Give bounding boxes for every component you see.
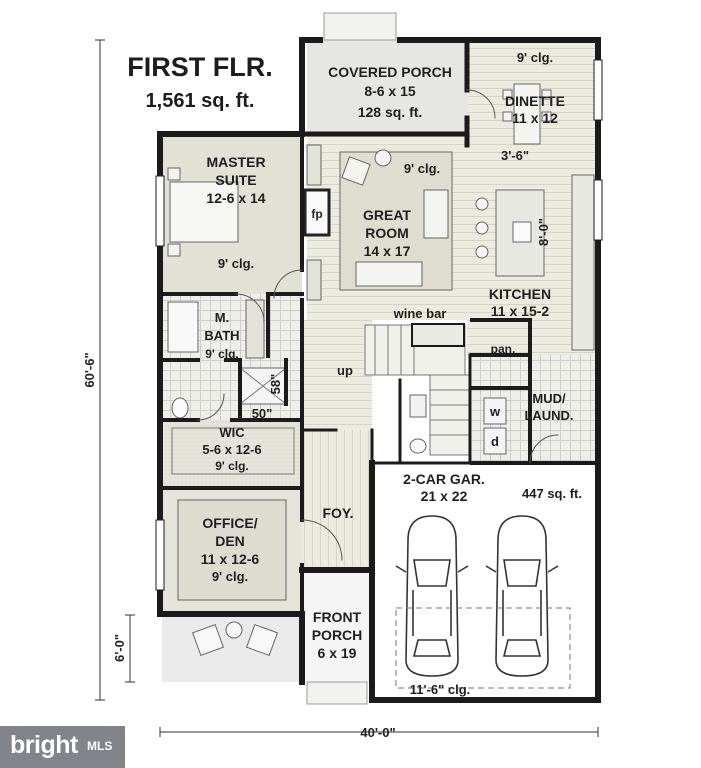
covered-porch-size: 8-6 x 15 — [364, 83, 416, 99]
wic-shelf — [171, 427, 295, 475]
wic-ceiling: 9' clg. — [215, 459, 249, 473]
watermark-brand: bright — [10, 731, 78, 759]
pantry-label: pan. — [491, 342, 516, 356]
master-bath-ceiling: 9' clg. — [205, 347, 239, 361]
car-right — [485, 515, 559, 677]
foyer-floor — [302, 430, 372, 570]
master-suite-name-line1: MASTER — [206, 154, 265, 170]
fixtures — [167, 83, 595, 657]
kitchen-depth-dimension: 8'-0" — [536, 218, 551, 246]
wic-name: WIC — [219, 425, 245, 440]
wic-floor — [162, 420, 302, 488]
bathtub — [167, 301, 199, 353]
master-suite-size: 12-6 x 14 — [206, 190, 265, 206]
plan-total-area: 1,561 sq. ft. — [145, 90, 255, 112]
room-labels: COVERED PORCH 8-6 x 15 128 sq. ft. 9' cl… — [201, 50, 582, 697]
covered-porch-steps — [323, 12, 397, 41]
great-room-name-line2: ROOM — [365, 225, 409, 241]
mud-laundry-name-line1: MUD/ — [532, 391, 566, 406]
shower-depth: 58" — [268, 374, 283, 395]
powder-room-sink — [409, 394, 427, 418]
washer — [483, 397, 507, 425]
plan-title: FIRST FLR. — [127, 52, 273, 82]
fireplace-label: fp — [311, 207, 322, 221]
stairs-up-label: up — [337, 363, 353, 378]
great-room-loveseat — [423, 189, 449, 239]
covered-porch-name: COVERED PORCH — [328, 64, 452, 80]
office-ceiling: 9' clg. — [212, 569, 248, 584]
overall-depth-dimension: 60'-6" — [82, 352, 97, 387]
master-bath-name-line1: M. — [215, 310, 229, 325]
toilet — [171, 397, 189, 419]
front-porch-entry — [302, 570, 372, 682]
foyer-name: FOY. — [322, 505, 353, 521]
vanity-sink — [245, 299, 265, 359]
shower-width: 50" — [252, 406, 273, 421]
front-porch-chair-left — [191, 623, 225, 657]
dinette-size: 11 x 12 — [512, 110, 558, 126]
dinette-name: DINETTE — [505, 93, 565, 109]
kitchen-size: 11 x 15-2 — [491, 303, 550, 319]
office-name-line1: OFFICE/ — [202, 515, 257, 531]
wine-bar-label: wine bar — [393, 306, 447, 321]
front-porch-steps — [306, 681, 368, 705]
great-room-ceiling: 9' clg. — [404, 161, 440, 176]
dinette-table — [513, 83, 541, 145]
garage-ceiling: 11'-6" clg. — [410, 682, 471, 697]
kitchen-width-dimension: 3'-6" — [501, 148, 529, 163]
kitchen-counter — [571, 174, 595, 351]
office-rug — [177, 499, 287, 601]
great-room-sofa — [355, 261, 423, 287]
dryer-label: d — [491, 434, 499, 449]
watermark-suffix: MLS — [87, 739, 113, 753]
covered-porch-floor — [307, 40, 467, 134]
dimension-lines — [95, 39, 599, 737]
front-porch-name-line2: PORCH — [312, 627, 363, 643]
great-room-name-line1: GREAT — [363, 207, 411, 223]
fireplace — [303, 188, 331, 237]
master-suite-ceiling: 9' clg. — [218, 256, 254, 271]
washer-label: w — [489, 404, 501, 419]
covered-porch-area: 128 sq. ft. — [358, 104, 423, 120]
front-porch-name-line1: FRONT — [313, 609, 362, 625]
dinette-ceiling: 9' clg. — [517, 50, 553, 65]
master-bath-name-line2: BATH — [204, 328, 239, 343]
kitchen-name: KITCHEN — [489, 286, 551, 302]
mud-laundry-name-line2: LAUND. — [524, 408, 573, 423]
garage-size: 21 x 22 — [421, 488, 468, 504]
great-room-size: 14 x 17 — [364, 243, 411, 259]
overall-width-dimension: 40'-0" — [360, 725, 395, 740]
dryer — [483, 427, 507, 455]
walls — [155, 37, 603, 703]
garage-area: 447 sq. ft. — [522, 486, 582, 501]
garage-door-outline — [395, 607, 571, 689]
garage-cars — [395, 515, 571, 689]
front-porch-size: 6 x 19 — [318, 645, 357, 661]
porch-depth-dimension: 6'-0" — [112, 634, 127, 662]
office-size: 11 x 12-6 — [201, 551, 260, 567]
office-name-line2: DEN — [215, 533, 245, 549]
powder-room-toilet — [409, 438, 427, 454]
master-bed — [169, 181, 239, 243]
car-left — [395, 515, 469, 677]
garage-name: 2-CAR GAR. — [403, 471, 485, 487]
great-room-chair — [341, 156, 371, 186]
front-porch-chair-right — [245, 623, 279, 657]
hall-floor — [302, 320, 372, 430]
wic-size: 5-6 x 12-6 — [202, 442, 261, 457]
mls-watermark: bright MLS — [0, 726, 125, 768]
master-suite-name-line2: SUITE — [215, 172, 256, 188]
